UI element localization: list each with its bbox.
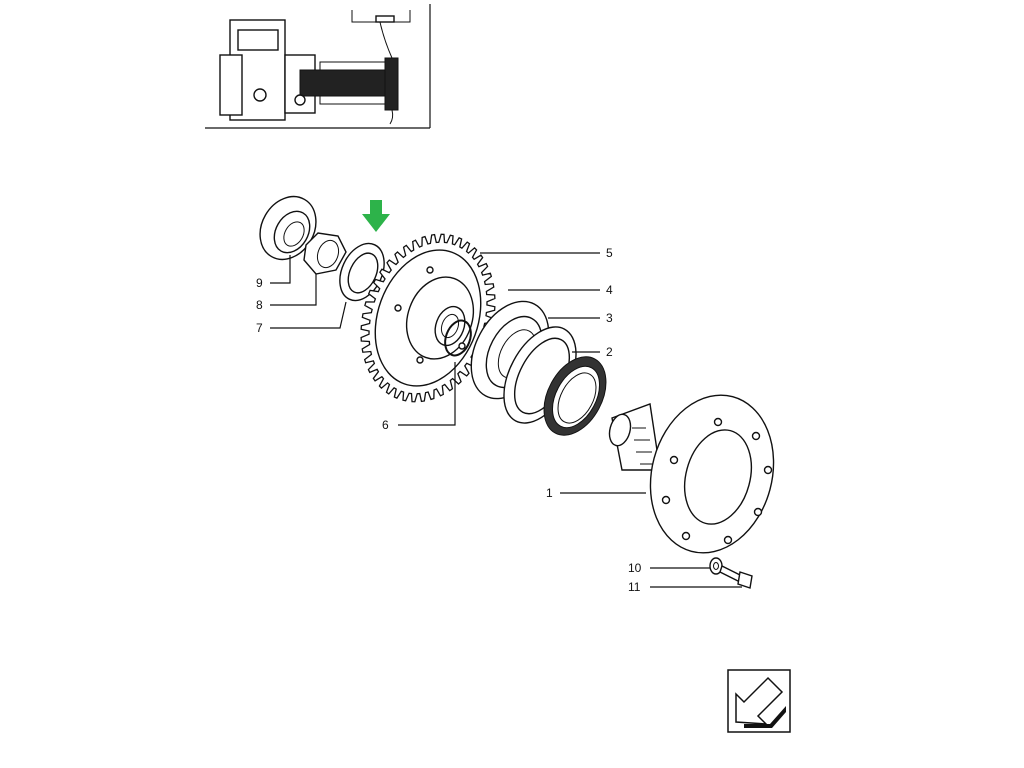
part-11-bolt (719, 565, 753, 589)
part-5-gear (360, 233, 496, 403)
leader-lines (270, 252, 742, 588)
part-9-bearing (259, 195, 317, 261)
part-10-washer (709, 557, 723, 575)
part-7-washer (339, 242, 385, 302)
callout-11: 11 (628, 580, 641, 594)
callout-10: 10 (628, 561, 642, 575)
callout-9: 9 (256, 276, 263, 290)
callout-1: 1 (546, 486, 553, 500)
callout-5: 5 (606, 246, 613, 260)
callout-labels: 9 8 7 6 5 4 3 2 1 10 11 (256, 246, 642, 594)
next-page-arrow-icon[interactable] (727, 669, 791, 733)
callout-4: 4 (606, 283, 613, 297)
location-inset (205, 4, 431, 129)
callout-6: 6 (382, 418, 389, 432)
highlight-arrow-icon (362, 200, 390, 232)
part-2-seal (543, 356, 607, 436)
callout-8: 8 (256, 298, 263, 312)
callout-7: 7 (256, 321, 263, 335)
callout-3: 3 (606, 311, 613, 325)
part-1-flange-shaft (608, 394, 775, 554)
part-6-snap-ring (444, 319, 472, 357)
callout-2: 2 (606, 345, 613, 359)
part-8-nut (303, 232, 347, 275)
